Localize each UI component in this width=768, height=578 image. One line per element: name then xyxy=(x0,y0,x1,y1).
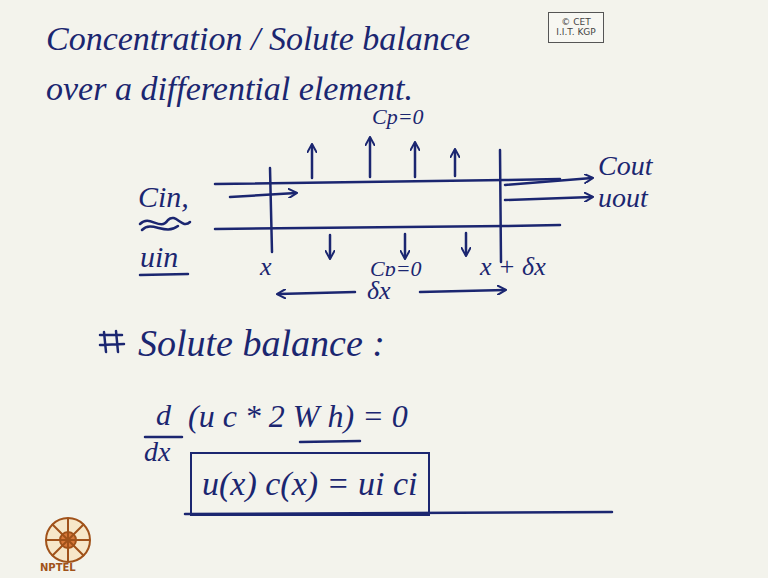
result-box: u(x) c(x) = ui ci xyxy=(190,452,430,516)
title-heading: Concentration / Solute balance over a di… xyxy=(42,14,516,114)
derivative-numerator: d xyxy=(156,398,171,433)
dimension-label: δx xyxy=(364,276,394,306)
inlet-velocity: uin xyxy=(140,240,178,275)
equation-text: u(x) c(x) = ui ci xyxy=(202,464,418,503)
position-label: x + δx xyxy=(480,252,546,282)
watermark-badge: © CET I.I.T. KGP xyxy=(548,12,604,43)
logo-text: NPTEL xyxy=(40,562,76,574)
position-label: x xyxy=(260,252,272,282)
derivative-denominator: dx xyxy=(144,436,170,468)
boundary-condition: Cp=0 xyxy=(372,104,424,129)
watermark-text: © CET I.I.T. KGP xyxy=(553,17,599,38)
section-heading: Solute balance : xyxy=(138,322,385,366)
balance-equation: (u c * 2 W h) = 0 xyxy=(188,398,408,435)
outlet-concentration: Cout xyxy=(598,150,652,182)
outlet-velocity: uout xyxy=(598,182,648,214)
inlet-concentration: Cin, xyxy=(138,180,189,215)
